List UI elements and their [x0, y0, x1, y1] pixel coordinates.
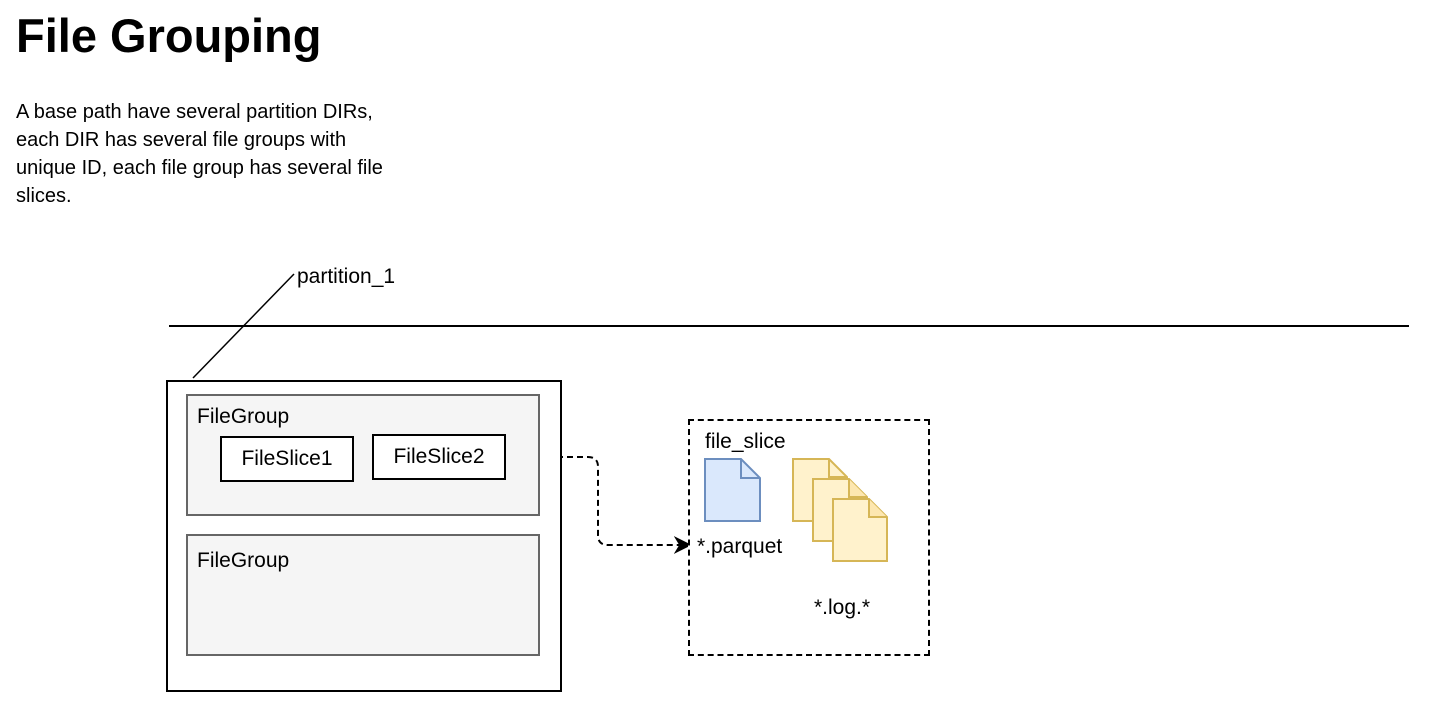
- file-group-box[interactable]: [186, 534, 540, 656]
- file-slice-label: FileSlice2: [393, 445, 485, 468]
- file-group-label: FileGroup: [197, 405, 290, 428]
- partition-label: partition_1: [297, 265, 396, 288]
- parquet-file-label: *.parquet: [697, 535, 783, 558]
- partition-label-leader-line: [192, 273, 295, 379]
- file-slice-box[interactable]: FileSlice2: [372, 434, 506, 480]
- file-slice-label: FileSlice1: [241, 447, 333, 470]
- page-title: File Grouping: [16, 9, 322, 62]
- slice-connector-arrow: [507, 456, 692, 554]
- file-slice-box[interactable]: FileSlice1: [220, 436, 354, 482]
- file-group-label: FileGroup: [197, 549, 290, 572]
- file-slice-detail-label: file_slice: [705, 430, 786, 453]
- parquet-file-icon: [704, 458, 761, 522]
- log-files-icon: [792, 458, 888, 562]
- log-files-label: *.log.*: [814, 596, 871, 619]
- page-description: A base path have several partition DIRs,…: [16, 101, 383, 207]
